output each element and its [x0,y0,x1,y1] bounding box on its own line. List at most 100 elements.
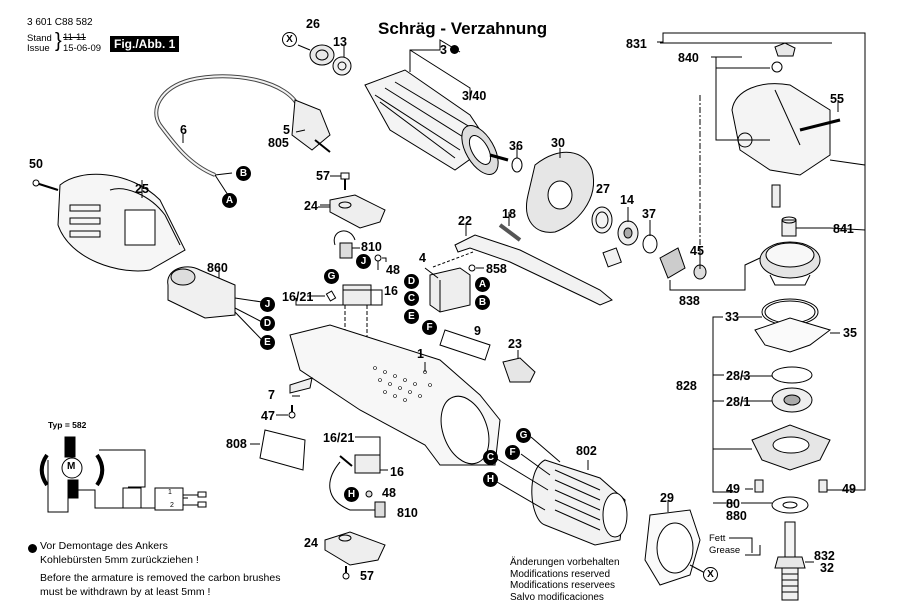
part-29-guard [644,500,706,586]
part-label: 49 [726,482,740,496]
modifications-fr: Modifications reservees [510,580,616,591]
part-crown-gear [759,241,821,286]
issue-label: Issue [27,43,50,54]
bracket-828 [712,316,735,493]
part-label: 3/40 [462,89,487,103]
part-50-screw [32,179,59,191]
bullet-icon [28,544,37,553]
connector-badge-c: C [404,291,419,306]
part-label: 4 [419,251,426,265]
part-label: 14 [620,193,634,207]
part-6-cord [154,74,302,196]
part-24-cover-top [320,194,386,229]
modifications-es: Salvo modificaciones [510,591,604,603]
part-802-field-coil [496,436,628,546]
part-label: 47 [261,409,275,423]
part-28-1-bearing [771,387,813,413]
grease-indicator [729,537,753,553]
part-841-bushing [781,216,830,237]
part-label: 6 [180,123,187,137]
note-en-2: must be withdrawn by at least 5mm ! [40,586,211,598]
part-3-armature [364,39,509,175]
part-838-pinion [659,247,761,291]
part-label: 16 [384,284,398,298]
stand-label: Stand [27,33,52,44]
part-label: 35 [843,326,857,340]
part-label: 16/21 [323,431,355,445]
modifications-notice: Änderungen vorbehalten Modifications res… [510,557,620,603]
part-label: 57 [316,169,330,183]
modifications-en: Modifications reserved [510,568,611,580]
part-number: 3 601 C88 582 [27,17,93,28]
part-label: 1 [417,347,424,361]
part-label: 28/3 [726,369,751,383]
part-810-brush-top [333,230,360,259]
part-35-plate [754,317,840,353]
part-label: 840 [678,51,699,65]
part-label: 802 [576,444,597,458]
part-24-cover-lower [324,531,386,566]
issue-value: 15-06-09 [63,43,102,54]
part-16-holder-lower [329,436,388,511]
part-label: 36 [509,139,523,153]
part-label: 18 [502,207,516,221]
switch-pos-2: 2 [170,502,174,509]
part-23-cap [502,350,536,383]
part-label: 37 [642,207,656,221]
part-label: 13 [333,35,347,49]
part-13-bearing [332,46,352,76]
part-label: 57 [360,569,374,583]
part-label: 30 [551,136,565,150]
part-label: 810 [397,506,418,520]
connector-badge-j: J [260,297,275,312]
part-label: 32 [820,561,834,575]
part-label: 880 [726,509,747,523]
motor-symbol: M [67,461,76,472]
part-80-washer [771,496,809,514]
connector-badge-j: J [356,254,371,269]
part-label: 28/1 [726,395,751,409]
connector-badge-h: H [344,487,359,502]
part-label: 805 [268,136,289,150]
note-de-1: Vor Demontage des Ankers [40,540,168,552]
switch-pos-1: 1 [168,489,172,496]
marker-x: X [282,32,297,47]
part-label: 810 [361,240,382,254]
part-label: 23 [508,337,522,351]
part-858-screw [468,264,484,272]
connector-badge-d: D [404,274,419,289]
grease-en: Grease [709,545,741,556]
part-36-washer [511,148,523,173]
figure-label: Fig./Abb. 1 [110,36,180,52]
part-label: 7 [268,388,275,402]
part-48-screw-lower [365,490,373,498]
part-label: 48 [386,263,400,277]
part-22-lever [454,223,613,306]
grease-de: Fett [709,533,726,544]
part-26-cap [297,44,335,66]
part-label: 27 [596,182,610,196]
marker-x: X [703,567,718,582]
connector-badge-b: B [475,295,490,310]
part-bearing-flange [751,424,831,471]
part-label: 832 [814,549,835,563]
part-label: 9 [474,324,481,338]
part-label: 49 [842,482,856,496]
connector-badge-d: D [260,316,275,331]
connector-badge-h: H [483,472,498,487]
connector-badge-g: G [324,269,339,284]
part-label: 29 [660,491,674,505]
part-label: 831 [626,37,647,51]
part-label: 5 [283,123,290,137]
part-label: 22 [458,214,472,228]
stand-value: 11-11 [63,32,86,43]
part-label: 25 [135,182,149,196]
part-label: 55 [830,92,844,106]
part-37-washer [642,220,658,254]
connector-badge-c: C [483,450,498,465]
connector-badge-f: F [505,445,520,460]
part-57-screw-top [335,172,350,190]
part-4-switch [424,251,474,313]
part-label: 16 [390,465,404,479]
